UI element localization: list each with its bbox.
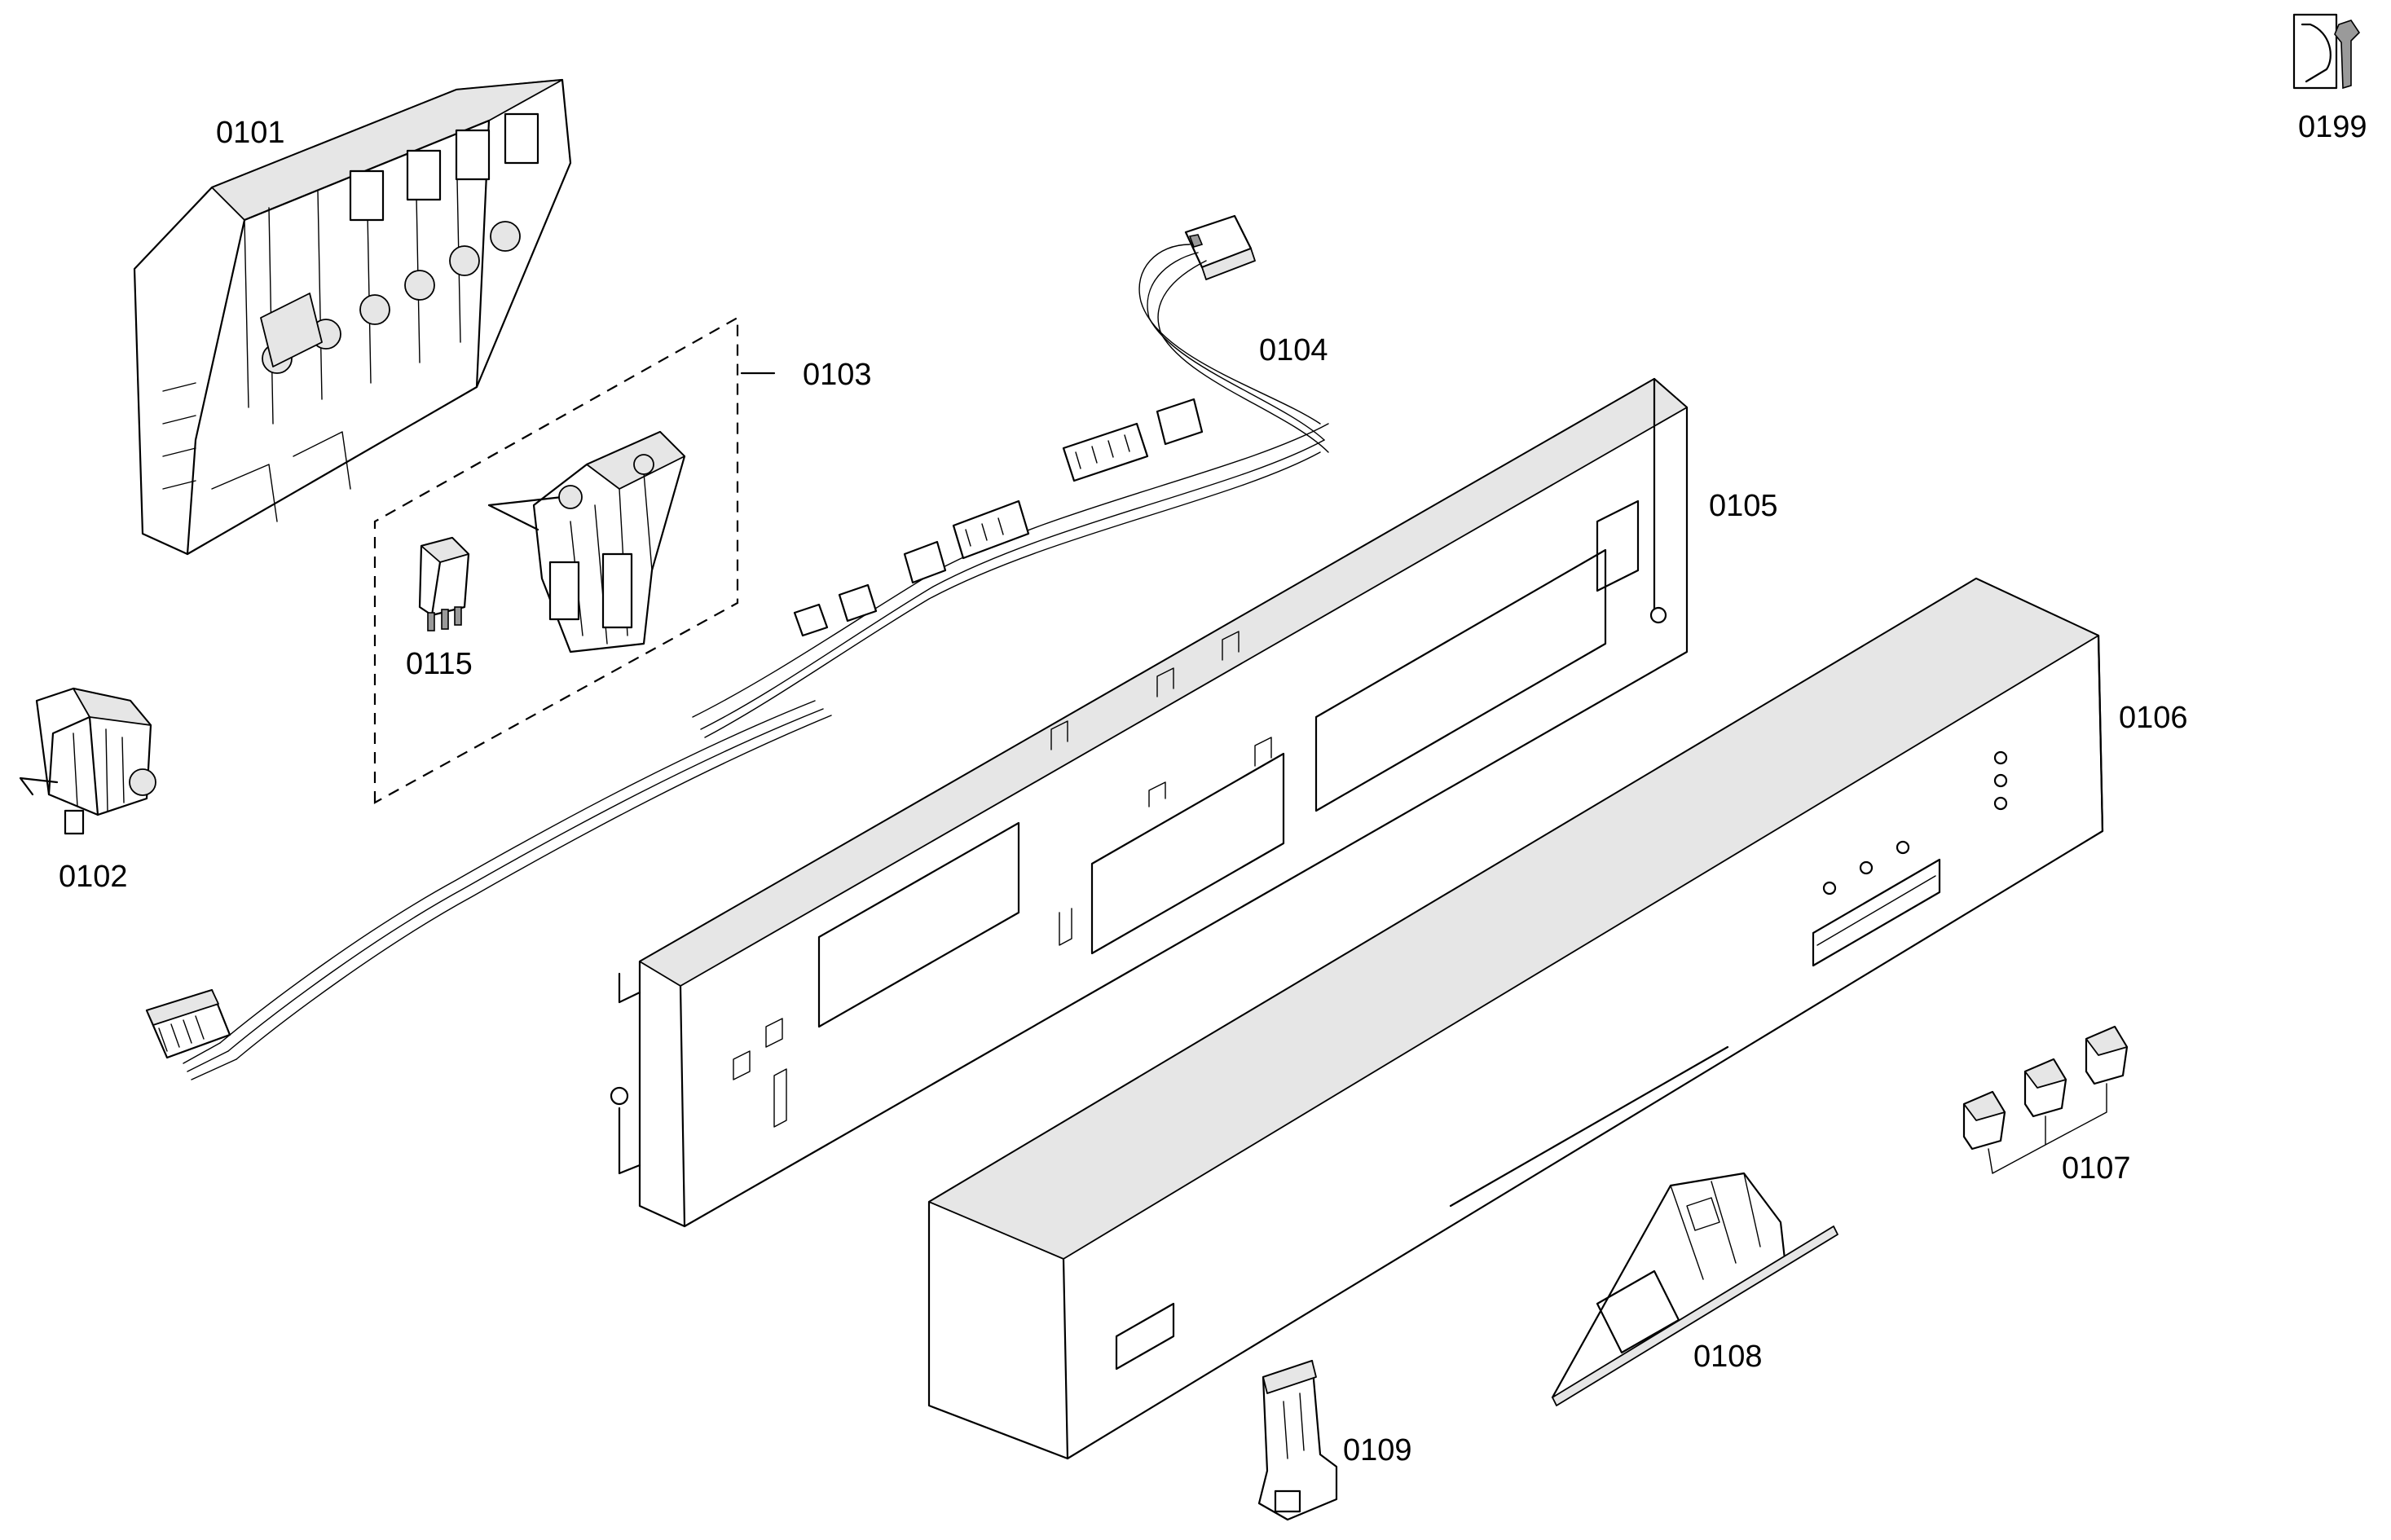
- harness-connector-row: [793, 398, 1204, 637]
- label-0104: 0104: [1259, 333, 1328, 367]
- label-0115: 0115: [406, 647, 473, 681]
- label-0109: 0109: [1343, 1433, 1412, 1467]
- part-0106-front-panel[interactable]: [927, 577, 2104, 1460]
- label-0103: 0103: [803, 358, 872, 392]
- label-0101: 0101: [216, 116, 285, 150]
- label-0106: 0106: [2119, 701, 2188, 735]
- label-0199: 0199: [2298, 110, 2367, 144]
- part-0105-panel-frame[interactable]: [610, 377, 1689, 1228]
- wrench-icon[interactable]: [2292, 13, 2361, 90]
- part-0107-buttons[interactable]: [1962, 1025, 2129, 1174]
- label-0108: 0108: [1693, 1340, 1763, 1374]
- part-0102-switch[interactable]: [19, 687, 156, 835]
- label-0107: 0107: [2062, 1151, 2131, 1186]
- part-0101-control-module[interactable]: [133, 78, 572, 556]
- part-0109-clip[interactable]: [1257, 1359, 1338, 1521]
- label-0105: 0105: [1709, 489, 1778, 523]
- part-0108-handle[interactable]: [1551, 1172, 1838, 1406]
- part-0115-relay[interactable]: [418, 536, 470, 631]
- label-0102: 0102: [59, 860, 128, 894]
- part-0103-group[interactable]: [373, 316, 776, 804]
- part-0104-wiring-harness[interactable]: [145, 214, 1329, 1080]
